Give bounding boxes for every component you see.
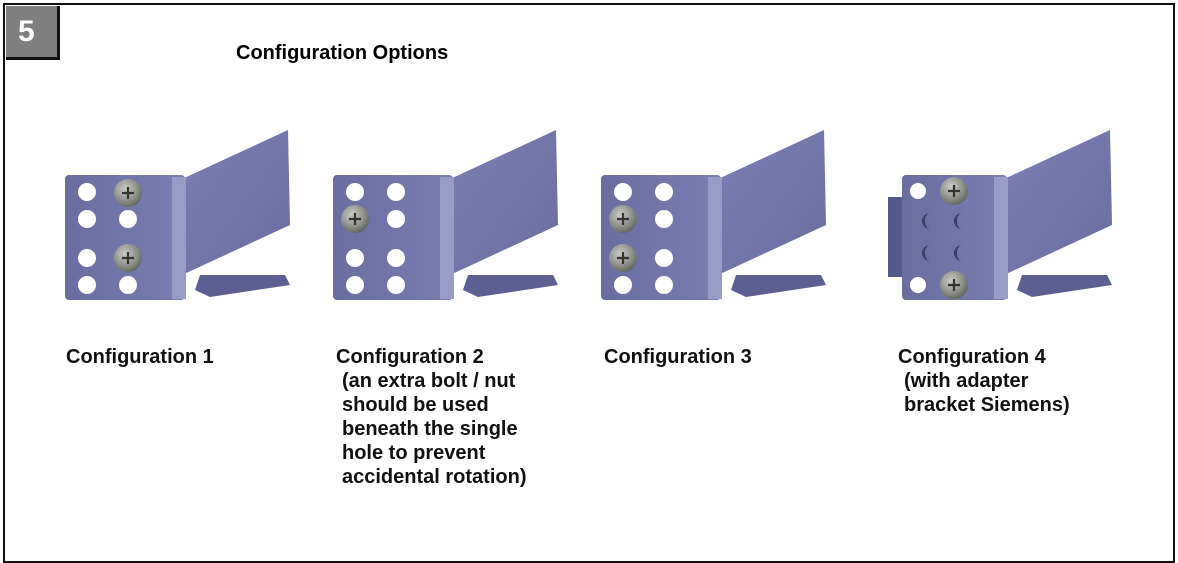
bolt-icon bbox=[609, 244, 637, 272]
caption-config-2: Configuration 2 (an extra bolt / nut sho… bbox=[336, 345, 526, 489]
caption-line: Configuration 1 bbox=[66, 346, 214, 368]
caption-line: (with adapter bbox=[904, 370, 1029, 392]
caption-line: Configuration 3 bbox=[604, 346, 752, 368]
caption-line: Configuration 4 bbox=[898, 346, 1046, 368]
bracket-config-3 bbox=[601, 130, 826, 300]
caption-line: accidental rotation) bbox=[342, 466, 527, 488]
bolt-icon bbox=[341, 205, 369, 233]
page-title: Configuration Options bbox=[236, 42, 449, 64]
caption-line: Configuration 2 bbox=[336, 346, 484, 368]
bracket-config-4 bbox=[888, 130, 1112, 300]
bolt-icon bbox=[114, 244, 142, 272]
bolt-icon bbox=[940, 271, 968, 299]
bracket-config-1 bbox=[65, 130, 290, 300]
caption-line: bracket Siemens) bbox=[904, 394, 1070, 416]
caption-config-1: Configuration 1 bbox=[66, 345, 214, 369]
caption-line: beneath the single bbox=[342, 418, 518, 440]
bolt-icon bbox=[114, 179, 142, 207]
caption-config-4: Configuration 4 (with adapter bracket Si… bbox=[898, 345, 1070, 417]
caption-line: should be used bbox=[342, 394, 489, 416]
bracket-config-2 bbox=[333, 130, 558, 300]
bolt-icon bbox=[609, 205, 637, 233]
caption-line: hole to prevent bbox=[342, 442, 486, 464]
bolt-icon bbox=[940, 177, 968, 205]
step-badge: 5 bbox=[6, 6, 60, 60]
adapter-bracket bbox=[888, 197, 902, 277]
caption-line: (an extra bolt / nut bbox=[342, 370, 516, 392]
caption-config-3: Configuration 3 bbox=[604, 345, 752, 369]
